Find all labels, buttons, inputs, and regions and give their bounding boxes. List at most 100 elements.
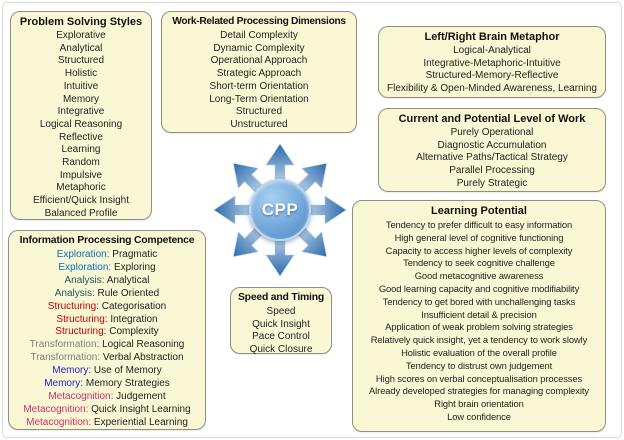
list-item: Alternative Paths/Tactical Strategy — [416, 152, 568, 164]
list-item: Long-Term Orientation — [209, 93, 309, 105]
list-item: Application of weak problem solving stra… — [385, 321, 573, 333]
list-item: Speed — [266, 306, 296, 317]
list-item: Right brain orientation — [434, 398, 524, 410]
list-item: Capacity to access higher levels of comp… — [385, 244, 573, 256]
list-item: Metacognition: Experiential Learning — [26, 416, 188, 428]
list-item: Exploration: Pragmatic — [56, 249, 158, 260]
category-prefix: Structuring: — [47, 300, 99, 312]
list-item: Impulsive — [59, 169, 103, 181]
list-item: Memory: Memory Strategies — [44, 378, 170, 390]
list-item: Structured — [57, 55, 105, 67]
list-item: Strategic Approach — [216, 68, 302, 80]
list-item: Analysis: Rule Oriented — [54, 287, 160, 299]
list-item: Structuring: Categorisation — [47, 300, 167, 312]
list-item: Learning — [61, 144, 101, 156]
list-item: Transformation: Verbal Abstraction — [30, 352, 184, 364]
box-learning-potential: Learning Potential Tendency to prefer di… — [352, 200, 606, 432]
list-item: Memory: Use of Memory — [52, 365, 162, 377]
category-prefix: Metacognition: — [48, 390, 114, 402]
list-item: Metacognition: Quick Insight Learning — [23, 403, 191, 415]
list-item: Relatively quick insight, yet a tendency… — [370, 334, 588, 346]
list-item: Random — [62, 157, 100, 169]
box-left-right-brain-metaphor: Left/Right Brain Metaphor Logical-Analyt… — [378, 26, 606, 98]
list-item: Logical-Analytical — [453, 45, 531, 56]
list-item: Tendency to distrust own judgement — [405, 359, 553, 371]
box-title: Problem Solving Styles — [19, 16, 143, 28]
list-item: Purely Strategic — [456, 177, 528, 189]
category-prefix: Exploration: — [56, 249, 110, 260]
list-item: Low confidence — [447, 410, 511, 422]
list-item: Tendency to get bored with unchallenging… — [382, 295, 576, 307]
list-item: Tendency to seek cognitive challenge — [403, 257, 555, 269]
list-item: Tendency to prefer difficult to easy inf… — [385, 219, 573, 230]
box-title: Learning Potential — [431, 205, 527, 217]
list-item: Metacognition: Judgement — [48, 390, 166, 402]
list-item: Balanced Profile — [44, 207, 118, 219]
box-items: Tendency to prefer difficult to easy inf… — [355, 219, 603, 424]
list-item: Diagnostic Accumulation — [437, 139, 547, 151]
list-item: Memory — [62, 93, 100, 105]
category-prefix: Structuring: — [55, 326, 107, 338]
cpp-circle: CPP — [249, 179, 311, 241]
list-item: Intuitive — [63, 80, 99, 92]
list-item: Logical Reasoning — [39, 118, 123, 130]
box-current-potential-level-of-work: Current and Potential Level of Work Pure… — [378, 108, 606, 192]
list-item: Already developed strategies for managin… — [369, 385, 589, 397]
box-information-processing-competence: Information Processing Competence Explor… — [8, 230, 206, 430]
list-item: Integrative-Metaphoric-Intuitive — [423, 57, 561, 69]
category-prefix: Memory: — [52, 365, 92, 377]
category-prefix: Analysis: — [54, 287, 95, 299]
box-title: Speed and Timing — [237, 292, 325, 303]
cpp-hub: CPP — [205, 135, 355, 285]
list-item: Integrative — [57, 106, 105, 118]
list-item: Explorative — [56, 30, 106, 41]
list-item: Transformation: Logical Reasoning — [29, 339, 185, 351]
category-prefix: Transformation: — [30, 352, 101, 364]
list-item: Operational Approach — [210, 55, 308, 67]
list-item: Flexibility & Open-Minded Awareness, Lea… — [387, 83, 597, 95]
list-item: Exploration: Exploring — [58, 261, 156, 273]
box-work-related-processing-dimensions: Work-Related Processing Dimensions Detai… — [161, 11, 357, 133]
list-item: Structuring: Integration — [56, 313, 158, 325]
list-item: Parallel Processing — [449, 165, 535, 177]
list-item: Dynamic Complexity — [213, 42, 305, 54]
list-item: Detail Complexity — [220, 30, 298, 41]
list-item: Structured-Memory-Reflective — [425, 70, 559, 82]
list-item: Holistic — [64, 68, 98, 80]
list-item: Quick Closure — [249, 344, 313, 356]
list-item: Good learning capacity and cognitive mod… — [378, 282, 580, 294]
box-title: Left/Right Brain Metaphor — [424, 31, 560, 43]
box-title: Information Processing Competence — [19, 235, 195, 246]
list-item: Short-term Orientation — [209, 80, 309, 92]
box-title: Work-Related Processing Dimensions — [172, 16, 346, 27]
list-item: Insufficient detail & precision — [421, 308, 537, 320]
list-item: Unstructured — [230, 118, 288, 130]
category-prefix: Analysis: — [64, 274, 105, 286]
list-item: Structuring: Complexity — [55, 326, 159, 338]
list-item: Good metacognitive awareness — [414, 270, 544, 282]
category-prefix: Metacognition: — [23, 403, 89, 415]
list-item: Analytical — [59, 42, 103, 54]
list-item: High general level of cognitive function… — [394, 231, 564, 243]
list-item: Metaphoric — [56, 182, 106, 194]
category-prefix: Exploration: — [58, 261, 112, 273]
list-item: Purely Operational — [450, 127, 534, 138]
list-item: Reflective — [59, 131, 103, 143]
list-item: Quick Insight — [252, 318, 310, 330]
list-item: Efficient/Quick Insight — [33, 195, 129, 207]
box-title: Current and Potential Level of Work — [398, 113, 586, 125]
category-prefix: Memory: — [44, 378, 84, 390]
category-prefix: Transformation: — [29, 339, 100, 351]
list-item: Holistic evaluation of the overall profi… — [401, 346, 557, 358]
list-item: High scores on verbal conceptualisation … — [375, 372, 583, 384]
list-item: Pace Control — [252, 331, 310, 343]
